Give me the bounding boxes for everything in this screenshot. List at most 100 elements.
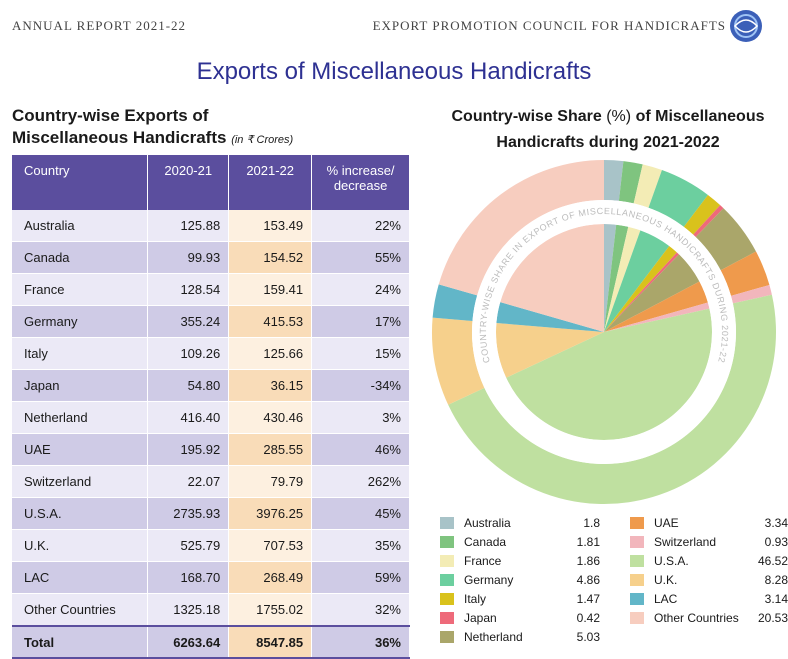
pie-slice-canada bbox=[604, 224, 629, 332]
country-cell: UAE bbox=[12, 433, 149, 466]
value-2021-22-cell: 415.53 bbox=[228, 305, 313, 338]
change-cell: 22% bbox=[311, 210, 410, 242]
ring-slice-u-s-a bbox=[448, 294, 776, 504]
change-cell: 59% bbox=[311, 561, 410, 594]
ring-gap bbox=[472, 200, 736, 464]
value-2020-21-cell: 168.70 bbox=[147, 561, 230, 594]
ring-slice-france bbox=[633, 164, 662, 208]
table-unit: (in ₹ Crores) bbox=[231, 134, 294, 146]
pie-title-pre: Country-wise Share bbox=[451, 108, 602, 125]
value-2020-21-cell: 525.79 bbox=[147, 529, 230, 562]
value-2020-21-cell: 125.88 bbox=[147, 210, 230, 242]
legend-label: Italy bbox=[464, 592, 487, 606]
legend-value: 8.28 bbox=[764, 573, 788, 587]
legend-value: 1.81 bbox=[576, 535, 600, 549]
legend-label: Japan bbox=[464, 611, 497, 625]
legend-swatch bbox=[440, 631, 454, 643]
value-2021-22-cell: 707.53 bbox=[228, 529, 313, 562]
value-2020-21-cell: 355.24 bbox=[147, 305, 230, 338]
page-title: Exports of Miscellaneous Handicrafts bbox=[196, 58, 592, 85]
country-cell: U.K. bbox=[12, 529, 149, 562]
legend-value: 3.14 bbox=[764, 592, 788, 606]
table-title-line1: Country-wise Exports of bbox=[12, 106, 209, 125]
legend-swatch bbox=[440, 517, 454, 529]
legend-value: 1.47 bbox=[576, 592, 600, 606]
total-label: Total bbox=[12, 625, 149, 659]
value-2021-22-cell: 430.46 bbox=[228, 401, 313, 434]
pie-slice-uae bbox=[604, 281, 708, 332]
legend-label: France bbox=[464, 554, 502, 568]
change-cell: -34% bbox=[311, 369, 410, 402]
legend-label: Other Countries bbox=[654, 611, 739, 625]
value-2020-21-cell: 195.92 bbox=[147, 433, 230, 466]
pie-slice-netherland bbox=[604, 254, 700, 332]
ring-slice-uae bbox=[720, 251, 770, 296]
value-2020-21-cell: 99.93 bbox=[147, 241, 230, 274]
legend-value: 20.53 bbox=[757, 611, 788, 625]
legend-swatch bbox=[630, 593, 644, 605]
ring-slice-u-k bbox=[432, 317, 485, 405]
legend-item-canada: Canada 1.81 bbox=[440, 533, 600, 551]
legend-label: Australia bbox=[464, 516, 511, 530]
legend-swatch bbox=[440, 574, 454, 586]
legend-label: LAC bbox=[654, 592, 678, 606]
value-2020-21-cell: 1325.18 bbox=[147, 593, 230, 627]
legend-swatch bbox=[440, 555, 454, 567]
ring-slice-australia bbox=[604, 160, 624, 201]
legend-label: Canada bbox=[464, 535, 507, 549]
legend-value: 46.52 bbox=[757, 554, 788, 568]
value-2021-22-cell: 154.52 bbox=[228, 241, 313, 274]
ring-slice-japan bbox=[693, 205, 724, 238]
legend-value: 1.86 bbox=[576, 554, 600, 568]
legend-swatch bbox=[440, 593, 454, 605]
legend-value: 1.8 bbox=[583, 516, 600, 530]
value-2021-22-cell: 268.49 bbox=[228, 561, 313, 594]
total-2021-22: 8547.85 bbox=[228, 625, 313, 659]
ring-slice-switzerland bbox=[730, 284, 772, 304]
change-cell: 46% bbox=[311, 433, 410, 466]
country-cell: Italy bbox=[12, 337, 149, 370]
legend-item-u-k: U.K.8.28 bbox=[630, 571, 788, 589]
legend-item-u-s-a: U.S.A.46.52 bbox=[630, 552, 788, 570]
legend-item-japan: Japan 0.42 bbox=[440, 609, 600, 627]
legend-value: 0.42 bbox=[576, 611, 600, 625]
legend-item-italy: Italy 1.47 bbox=[440, 590, 600, 608]
legend-item-australia: Australia 1.8 bbox=[440, 514, 600, 532]
legend-item-lac: LAC 3.14 bbox=[630, 590, 788, 608]
legend-label: UAE bbox=[654, 516, 679, 530]
country-cell: France bbox=[12, 273, 149, 306]
value-2021-22-cell: 285.55 bbox=[228, 433, 313, 466]
change-cell: 35% bbox=[311, 529, 410, 562]
header-council-name: EXPORT PROMOTION COUNCIL FOR HANDICRAFTS bbox=[372, 18, 726, 33]
ring-slice-lac bbox=[432, 284, 478, 322]
ring-slice-germany bbox=[648, 170, 708, 227]
pie-title-post: of Miscellaneous bbox=[635, 108, 765, 125]
country-cell: Canada bbox=[12, 241, 149, 274]
change-cell: 15% bbox=[311, 337, 410, 370]
legend-swatch bbox=[630, 536, 644, 548]
legend-value: 3.34 bbox=[764, 516, 788, 530]
value-2020-21-cell: 109.26 bbox=[147, 337, 230, 370]
header-report-label: ANNUAL REPORT 2021-22 bbox=[12, 18, 187, 33]
change-cell: 32% bbox=[311, 593, 410, 627]
ring-slice-other-countries bbox=[438, 160, 604, 296]
value-2021-22-cell: 79.79 bbox=[228, 465, 313, 498]
pie-title-pct: (%) bbox=[606, 108, 632, 125]
change-cell: 17% bbox=[311, 305, 410, 338]
value-2021-22-cell: 1755.02 bbox=[228, 593, 313, 627]
legend-label: Switzerland bbox=[654, 535, 717, 549]
